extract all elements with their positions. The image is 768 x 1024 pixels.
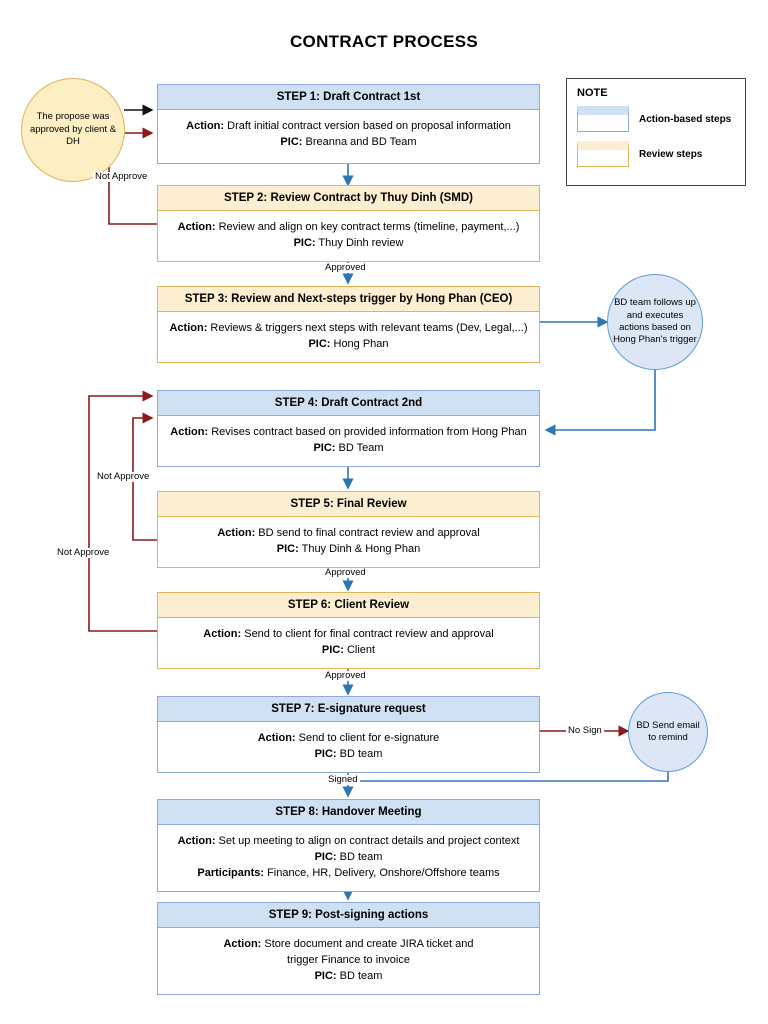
edge-bd-trigger-to-step4 (544, 356, 656, 436)
step8-body: Action: Set up meeting to align on contr… (157, 825, 540, 893)
start-node: The propose was approved by client & DH (21, 78, 125, 182)
step-box-step6[interactable]: STEP 6: Client Review Action: Send to cl… (157, 592, 540, 670)
step-box-step8[interactable]: STEP 8: Handover Meeting Action: Set up … (157, 799, 540, 893)
page-title: CONTRACT PROCESS (289, 32, 479, 51)
step-box-step3[interactable]: STEP 3: Review and Next-steps trigger by… (157, 286, 540, 364)
edge-label-step7-nosign: No Sign (566, 725, 604, 736)
legend-action-label: Action-based steps (639, 113, 732, 125)
edge-label-step2-approved: Approved (323, 262, 368, 273)
step3-header: STEP 3: Review and Next-steps trigger by… (157, 286, 540, 313)
legend-action-swatch (577, 106, 629, 132)
step5-header: STEP 5: Final Review (157, 491, 540, 518)
edge-label-step5-approved: Approved (323, 567, 368, 578)
side-node-bd-trigger-label: BD team follows up and executes actions … (613, 297, 697, 346)
step5-body: Action: BD send to final contract review… (157, 517, 540, 569)
step2-body: Action: Review and align on key contract… (157, 211, 540, 263)
legend-review-swatch (577, 141, 629, 167)
edge-label-step2-reject: Not Approve (93, 171, 150, 182)
note-heading: NOTE (577, 87, 608, 99)
side-node-bd-remind-label: BD Send email to remind (636, 719, 700, 743)
step-box-step1[interactable]: STEP 1: Draft Contract 1st Action: Draft… (157, 84, 540, 165)
step9-body: Action: Store document and create JIRA t… (157, 928, 540, 996)
step-box-step4[interactable]: STEP 4: Draft Contract 2nd Action: Revis… (157, 390, 540, 468)
step8-header: STEP 8: Handover Meeting (157, 799, 540, 826)
step7-header: STEP 7: E-signature request (157, 696, 540, 723)
step2-header: STEP 2: Review Contract by Thuy Dinh (SM… (157, 185, 540, 212)
step-box-step2[interactable]: STEP 2: Review Contract by Thuy Dinh (SM… (157, 185, 540, 263)
note-item-action: Action-based steps (577, 106, 735, 132)
note-legend: NOTE Action-based steps Review steps (566, 78, 746, 186)
step1-header: STEP 1: Draft Contract 1st (157, 84, 540, 111)
step4-header: STEP 4: Draft Contract 2nd (157, 390, 540, 417)
start-node-label: The propose was approved by client & DH (29, 111, 117, 148)
step6-body: Action: Send to client for final contrac… (157, 618, 540, 670)
step9-header: STEP 9: Post-signing actions (157, 902, 540, 929)
step-box-step7[interactable]: STEP 7: E-signature request Action: Send… (157, 696, 540, 774)
edge-step6-reject-to-step4 (88, 390, 157, 632)
note-item-review: Review steps (577, 141, 735, 167)
step-box-step9[interactable]: STEP 9: Post-signing actions Action: Sto… (157, 902, 540, 996)
step-box-step5[interactable]: STEP 5: Final Review Action: BD send to … (157, 491, 540, 569)
edge-label-step5-reject: Not Approve (95, 471, 152, 482)
step3-body: Action: Reviews & triggers next steps wi… (157, 312, 540, 364)
edge-label-step6-approved: Approved (323, 670, 368, 681)
edge-label-step6-reject: Not Approve (55, 547, 112, 558)
step4-body: Action: Revises contract based on provid… (157, 416, 540, 468)
step1-body: Action: Draft initial contract version b… (157, 110, 540, 165)
legend-review-label: Review steps (639, 148, 703, 160)
side-node-bd-trigger: BD team follows up and executes actions … (607, 274, 703, 370)
edge-label-step7-signed: Signed (326, 774, 360, 785)
side-node-bd-remind: BD Send email to remind (628, 692, 708, 772)
step6-header: STEP 6: Client Review (157, 592, 540, 619)
